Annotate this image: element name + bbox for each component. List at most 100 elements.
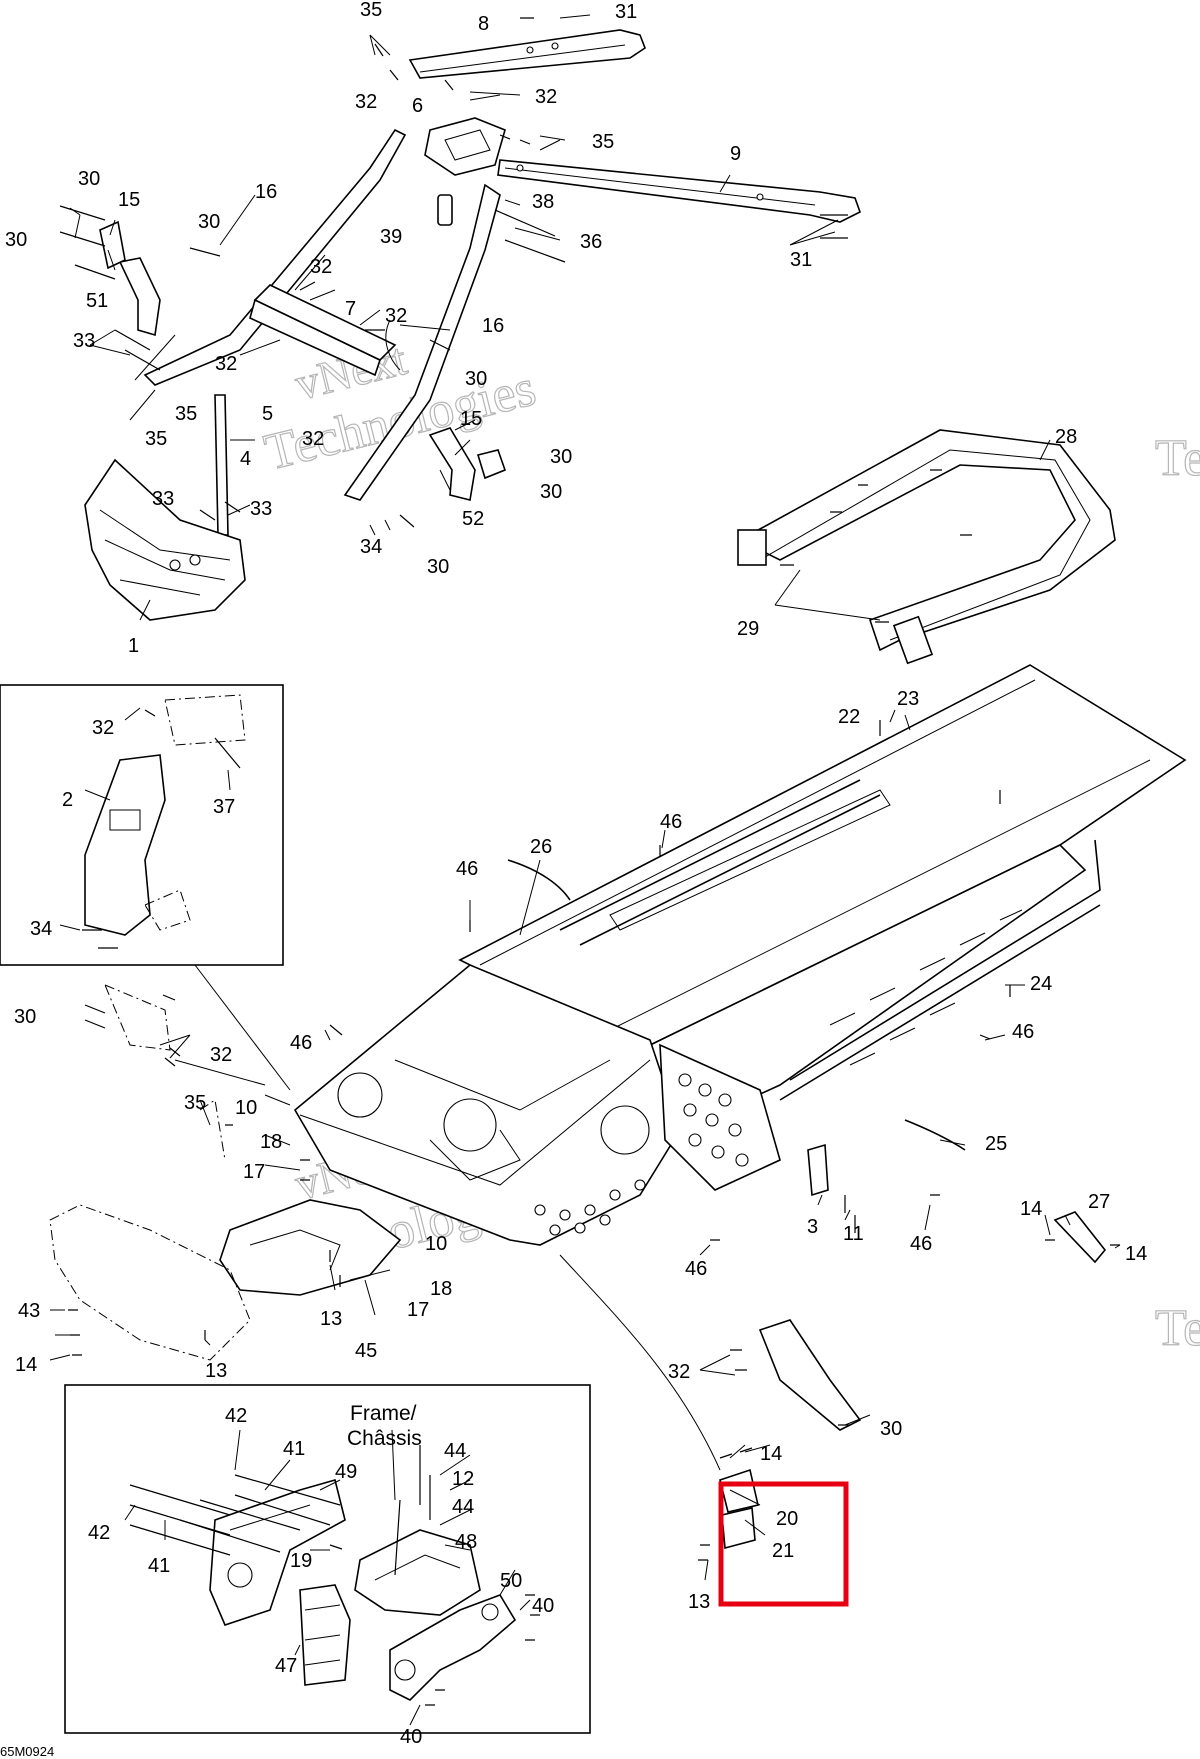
- callout-33: 33: [152, 488, 174, 510]
- callout-3: 3: [807, 1216, 818, 1238]
- callout-38: 38: [532, 191, 554, 213]
- watermark-edge-top: Te: [1155, 430, 1200, 487]
- callout-32: 32: [535, 86, 557, 108]
- callout-44: 44: [444, 1440, 466, 1462]
- part-50-leg: [389, 1594, 517, 1701]
- part-28-grab-handle: [738, 429, 1116, 652]
- callout-15: 15: [118, 189, 140, 211]
- callout-21: 21: [772, 1540, 794, 1562]
- callout-46: 46: [910, 1233, 932, 1255]
- callout-31: 31: [615, 1, 637, 23]
- callout-30: 30: [550, 446, 572, 468]
- part-16-left-tube: [143, 128, 407, 386]
- part-2-bracket: [84, 754, 166, 936]
- callout-24: 24: [1030, 973, 1052, 995]
- part-51-bracket: [118, 257, 161, 337]
- callout-16: 16: [255, 181, 277, 203]
- callout-32: 32: [385, 305, 407, 327]
- callout-46: 46: [456, 858, 478, 880]
- callout-25: 25: [985, 1133, 1007, 1155]
- callout-14: 14: [1020, 1198, 1042, 1220]
- callout-labels: 35 8 31 32 32 6 35 9 30 15 16 38 30 30 3…: [5, 0, 1147, 1748]
- main-chassis: [49, 319, 1187, 1581]
- part-3-bracket: [807, 1143, 829, 1197]
- callout-26: 26: [530, 836, 552, 858]
- part-4-rod: [214, 394, 229, 536]
- callout-1: 1: [128, 635, 139, 657]
- callout-6: 6: [412, 95, 423, 117]
- callout-35: 35: [360, 0, 382, 21]
- callout-41: 41: [283, 1438, 305, 1460]
- callout-14: 14: [760, 1443, 782, 1465]
- callout-51: 51: [86, 290, 108, 312]
- callout-43: 43: [18, 1300, 40, 1322]
- callout-46: 46: [290, 1032, 312, 1054]
- callout-32: 32: [668, 1361, 690, 1383]
- callout-19: 19: [290, 1550, 312, 1572]
- part-52-bracket: [428, 427, 476, 501]
- callout-16: 16: [482, 315, 504, 337]
- inset-part-2: [0, 684, 291, 1091]
- part-25-strip: [904, 1119, 966, 1151]
- callout-20: 20: [776, 1508, 798, 1530]
- callout-42: 42: [88, 1522, 110, 1544]
- callout-8: 8: [478, 13, 489, 35]
- watermark-edge-bottom: Te: [1155, 1300, 1200, 1357]
- callout-14: 14: [1125, 1243, 1147, 1265]
- part-49-leg: [209, 1479, 346, 1626]
- callout-32: 32: [210, 1044, 232, 1066]
- callout-17: 17: [243, 1161, 265, 1183]
- callout-32: 32: [310, 256, 332, 278]
- callout-11: 11: [843, 1223, 864, 1245]
- callout-41: 41: [148, 1555, 170, 1577]
- callout-12: 12: [452, 1468, 474, 1490]
- part-27-bracket: [1053, 1211, 1107, 1264]
- callout-35: 35: [592, 131, 614, 153]
- callout-33: 33: [250, 498, 272, 520]
- callout-4: 4: [240, 448, 251, 470]
- part-16-right-tube: [343, 183, 501, 501]
- callout-42: 42: [225, 1405, 247, 1427]
- callout-22: 22: [838, 706, 860, 728]
- front-bulkhead: [293, 964, 681, 1246]
- callout-7: 7: [345, 298, 356, 320]
- callout-30: 30: [465, 368, 487, 390]
- callout-37: 37: [213, 796, 235, 818]
- callout-9: 9: [730, 143, 741, 165]
- part-9-rear-bar: [497, 159, 861, 223]
- callout-46: 46: [1012, 1021, 1034, 1043]
- callout-48: 48: [455, 1531, 477, 1553]
- callout-32: 32: [355, 91, 377, 113]
- callout-30: 30: [427, 556, 449, 578]
- callout-13: 13: [320, 1308, 342, 1330]
- callout-28: 28: [1055, 426, 1077, 448]
- callout-49: 49: [335, 1461, 357, 1483]
- callout-46: 46: [660, 811, 682, 833]
- callout-52: 52: [462, 508, 484, 530]
- frame-label-line1: Frame/: [350, 1402, 417, 1425]
- highlight-box-parts-20-21: [718, 1481, 849, 1607]
- callout-13: 13: [688, 1591, 710, 1613]
- callout-31: 31: [790, 249, 812, 271]
- callout-18: 18: [260, 1131, 282, 1153]
- callout-35: 35: [145, 428, 167, 450]
- callout-17: 17: [407, 1299, 429, 1321]
- callout-10: 10: [425, 1233, 447, 1255]
- callout-46: 46: [685, 1258, 707, 1280]
- callout-30: 30: [198, 211, 220, 233]
- inset-box-bottom: [64, 1384, 591, 1734]
- callout-10: 10: [235, 1097, 257, 1119]
- callout-50: 50: [500, 1570, 522, 1592]
- callout-32: 32: [215, 353, 237, 375]
- callout-23: 23: [897, 688, 919, 710]
- part-47-plate: [299, 1584, 351, 1686]
- callout-30: 30: [540, 481, 562, 503]
- callout-34: 34: [360, 536, 382, 558]
- callout-32: 32: [92, 717, 114, 739]
- callout-2: 2: [62, 789, 73, 811]
- part-39-pin: [437, 194, 453, 226]
- callout-30: 30: [5, 229, 27, 251]
- callout-33: 33: [73, 330, 95, 352]
- callout-36: 36: [580, 231, 602, 253]
